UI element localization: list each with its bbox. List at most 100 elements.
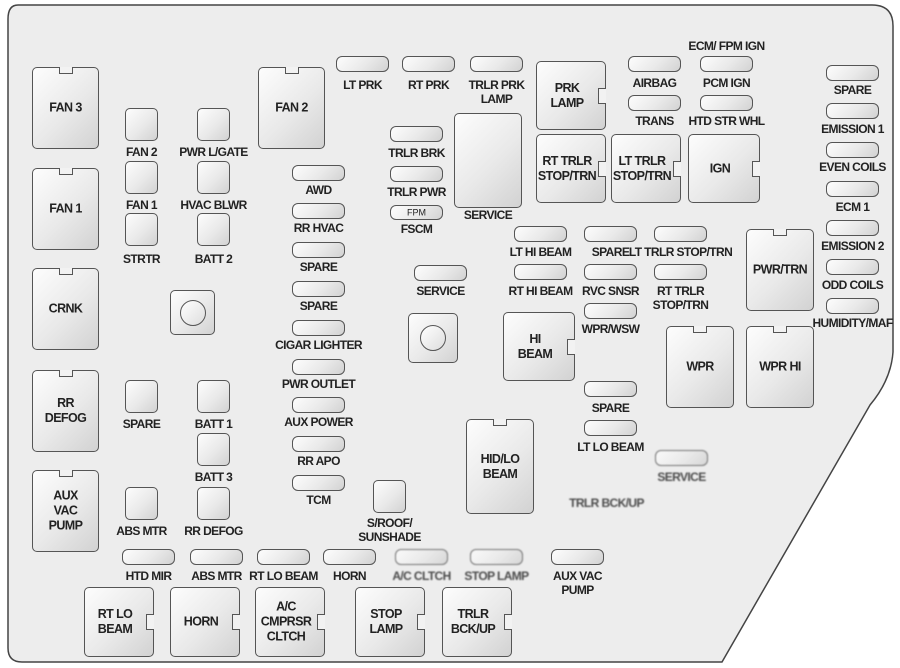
relay-trlr-bck-up[interactable]: TRLR BCK/UP bbox=[442, 587, 512, 657]
fuse-stop-lamp[interactable] bbox=[470, 549, 523, 565]
relay-rt-trlr-stop-trn[interactable]: RT TRLR STOP/TRN bbox=[536, 134, 606, 203]
fuse-spare[interactable] bbox=[826, 65, 879, 81]
relay-hid-lo-beam[interactable]: HID/LO BEAM bbox=[466, 419, 534, 514]
fuse-htd-mir[interactable] bbox=[122, 549, 175, 565]
fuse-inner-label: FPM bbox=[407, 207, 426, 217]
relay-label: A/C CMPRSR CLTCH bbox=[260, 599, 312, 644]
relay-pwr-trn[interactable]: PWR/TRN bbox=[746, 229, 814, 311]
relay-prk-lamp[interactable]: PRK LAMP bbox=[536, 61, 606, 130]
fuse-lt-hi-beam[interactable] bbox=[514, 226, 567, 242]
fuse-pcm-ign[interactable] bbox=[700, 56, 753, 72]
fuse-label: PCM IGN bbox=[702, 76, 751, 90]
fuse-label: AUX POWER bbox=[284, 415, 353, 429]
fuse-spare[interactable] bbox=[292, 281, 345, 297]
fuse-awd[interactable] bbox=[292, 165, 345, 181]
fuse-rt-trlr-stop-trn[interactable] bbox=[654, 264, 707, 280]
relay-ign[interactable]: IGN bbox=[688, 134, 760, 203]
fuse-label: RR APO bbox=[297, 454, 340, 468]
relay-rt-lo-beam[interactable]: RT LO BEAM bbox=[84, 587, 154, 657]
fuse-spare[interactable] bbox=[584, 381, 637, 397]
fuse-trans[interactable] bbox=[628, 95, 681, 111]
relay-label: STOP LAMP bbox=[369, 607, 403, 636]
fuse-service[interactable] bbox=[655, 450, 708, 466]
relay-aux-vac-pump[interactable]: AUX VAC PUMP bbox=[32, 470, 99, 552]
fuse-label: S/ROOF/ SUNSHADE bbox=[358, 516, 421, 544]
fuse-label: ECM/ FPM IGN bbox=[688, 39, 765, 53]
fuse-trlr-pwr[interactable] bbox=[390, 166, 443, 182]
relay-label: WPR HI bbox=[759, 359, 801, 374]
fuse-wpr-wsw[interactable] bbox=[584, 303, 637, 319]
relay-horn[interactable]: HORN bbox=[170, 587, 240, 657]
fuse-even-coils[interactable] bbox=[826, 142, 879, 158]
mini-fuse-fan-2[interactable] bbox=[125, 108, 158, 141]
fuse-aux-power[interactable] bbox=[292, 397, 345, 413]
relay-service[interactable] bbox=[454, 113, 522, 208]
relay-fan-2[interactable]: FAN 2 bbox=[258, 67, 325, 149]
fuse-emission-2[interactable] bbox=[826, 220, 879, 236]
relay-rr-defog[interactable]: RR DEFOG bbox=[32, 370, 99, 452]
fuse-airbag[interactable] bbox=[628, 56, 681, 72]
fuse-lt-trlr-stop-trn[interactable] bbox=[654, 226, 707, 242]
mini-fuse-spare[interactable] bbox=[125, 380, 158, 413]
mini-fuse-s-roof-sunshade[interactable] bbox=[373, 480, 406, 513]
fuse-rr-hvac[interactable] bbox=[292, 203, 345, 219]
mini-fuse-hvac-blwr[interactable] bbox=[197, 161, 230, 194]
fuse-ecm-1[interactable] bbox=[826, 181, 879, 197]
relay-a-c-cmprsr-cltch[interactable]: A/C CMPRSR CLTCH bbox=[255, 587, 325, 657]
mini-fuse-abs-mtr[interactable] bbox=[125, 487, 158, 520]
relay-fan-3[interactable]: FAN 3 bbox=[32, 67, 99, 149]
relay-stop-lamp[interactable]: STOP LAMP bbox=[355, 587, 425, 657]
fuse-a-c-cltch[interactable] bbox=[395, 549, 448, 565]
fuse-cigar-lighter[interactable] bbox=[292, 320, 345, 336]
fuse-label: SPARE bbox=[591, 401, 630, 415]
fuse-fscm[interactable]: FPM bbox=[390, 205, 443, 220]
fuse-rt-hi-beam[interactable] bbox=[514, 264, 567, 280]
fuse-service[interactable] bbox=[414, 265, 467, 281]
mini-fuse-rr-defog[interactable] bbox=[197, 487, 230, 520]
fuse-rr-apo[interactable] bbox=[292, 436, 345, 452]
relay-wpr-hi[interactable]: WPR HI bbox=[746, 326, 814, 408]
relay-crnk[interactable]: CRNK bbox=[32, 268, 99, 350]
relay-wpr[interactable]: WPR bbox=[666, 326, 734, 408]
fuse-label: SPARE bbox=[299, 260, 338, 274]
fuse-lt-lo-beam[interactable] bbox=[584, 420, 637, 436]
relay-fan-1[interactable]: FAN 1 bbox=[32, 168, 99, 250]
relay-label: FAN 3 bbox=[49, 100, 82, 115]
fuse-htd-str-whl[interactable] bbox=[700, 95, 753, 111]
fuse-rt-prk[interactable] bbox=[402, 56, 455, 72]
fuse-tcm[interactable] bbox=[292, 475, 345, 491]
fuse-lt-prk[interactable] bbox=[336, 56, 389, 72]
fuse-label: LT HI BEAM bbox=[509, 245, 572, 259]
fuse-label: SERVICE bbox=[657, 470, 706, 484]
fuse-label: AUX VAC PUMP bbox=[553, 569, 603, 597]
fuse-pwr-outlet[interactable] bbox=[292, 359, 345, 375]
fuse-emission-1[interactable] bbox=[826, 103, 879, 119]
relay-lt-trlr-stop-trn[interactable]: LT TRLR STOP/TRN bbox=[611, 134, 681, 203]
mini-fuse-batt-3[interactable] bbox=[197, 433, 230, 466]
mini-fuse-strtr[interactable] bbox=[125, 213, 158, 246]
fuse-label: FAN 2 bbox=[125, 145, 158, 159]
fuse-rvc-snsr[interactable] bbox=[584, 264, 637, 280]
fuse-trlr-prk-lamp[interactable] bbox=[470, 56, 523, 72]
fuse-humidity-maf[interactable] bbox=[826, 298, 879, 314]
fuse-spare[interactable] bbox=[584, 226, 637, 242]
fuse-label: A/C CLTCH bbox=[392, 569, 451, 583]
fuse-spare[interactable] bbox=[292, 242, 345, 258]
relay-hi-beam[interactable]: HI BEAM bbox=[503, 312, 575, 381]
fuse-odd-coils[interactable] bbox=[826, 259, 879, 275]
fuse-rt-lo-beam[interactable] bbox=[257, 549, 310, 565]
relay-label: RT LO BEAM bbox=[97, 607, 133, 636]
fuse-abs-mtr[interactable] bbox=[190, 549, 243, 565]
mini-fuse-pwr-l-gate[interactable] bbox=[197, 108, 230, 141]
fuse-trlr-brk[interactable] bbox=[390, 126, 443, 142]
fuse-aux-vac-pump[interactable] bbox=[551, 549, 604, 565]
mini-fuse-batt-1[interactable] bbox=[197, 380, 230, 413]
mini-fuse-fan-1[interactable] bbox=[125, 161, 158, 194]
fuse-label: FAN 1 bbox=[125, 198, 158, 212]
fuse-label: TRLR BCK/UP bbox=[569, 496, 644, 510]
fuse-label: HUMIDITY/MAF bbox=[812, 316, 893, 330]
relay-label: FAN 1 bbox=[49, 201, 82, 216]
socket bbox=[170, 290, 215, 335]
fuse-horn[interactable] bbox=[323, 549, 376, 565]
mini-fuse-batt-2[interactable] bbox=[197, 213, 230, 246]
